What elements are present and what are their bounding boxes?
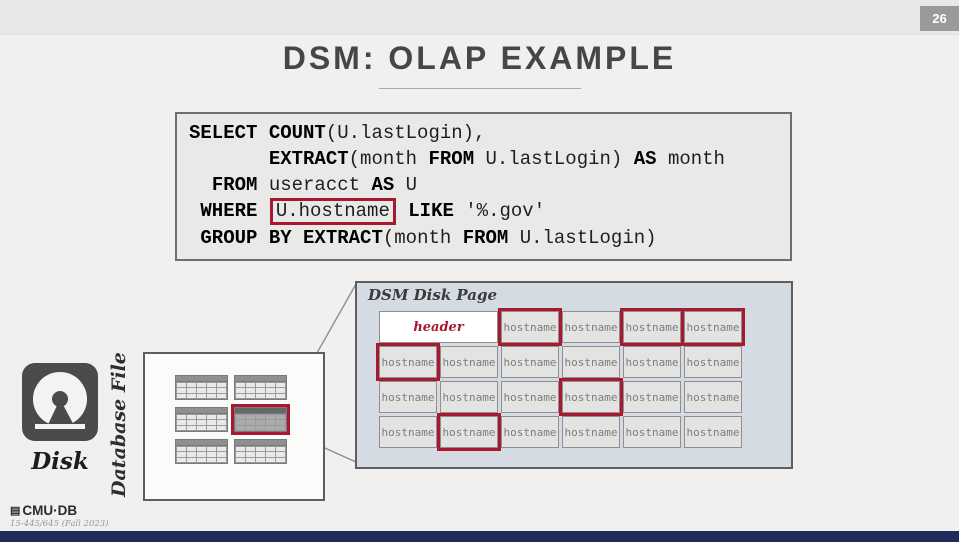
hostname-cell: hostname (562, 416, 620, 448)
hostname-cell: hostname (623, 381, 681, 413)
title-underline (378, 88, 581, 89)
thumbnail-grid (176, 446, 227, 463)
sql-line: WHERE U.hostname LIKE '%.gov' (189, 198, 778, 225)
hostname-cell: hostname (501, 416, 559, 448)
thumbnail-grid (235, 414, 286, 431)
sql-line: GROUP BY EXTRACT(month FROM U.lastLogin) (200, 227, 657, 249)
hostname-cell: hostname (684, 416, 742, 448)
thumbnail-grid (176, 382, 227, 399)
hostname-cell: hostname (379, 346, 437, 378)
sql-line: FROM useracct AS U (211, 174, 418, 196)
hostname-cell: hostname (501, 381, 559, 413)
hostname-cell: hostname (379, 381, 437, 413)
sql-code-block: SELECT COUNT(U.lastLogin), EXTRACT(month… (175, 112, 792, 261)
hostname-cell: hostname (440, 381, 498, 413)
hostname-cell: hostname (623, 346, 681, 378)
page-thumbnails (175, 375, 290, 464)
course-number: 15-445/645 (Fall 2023) (10, 518, 109, 529)
page-thumbnail (234, 375, 287, 400)
thumbnail-header-strip (176, 376, 227, 382)
cmu-db-logo-text: ▤ CMU·DB (10, 503, 109, 519)
cmu-db-logo: ▤ CMU·DB 15-445/645 (Fall 2023) (10, 503, 109, 529)
page-thumbnail (175, 375, 228, 400)
sql-line: EXTRACT(month FROM U.lastLogin) AS month (268, 148, 725, 170)
hostname-cell: hostname (501, 311, 559, 343)
hostname-cell: hostname (440, 346, 498, 378)
hostname-cell: hostname (562, 311, 620, 343)
page-header-cell: header (379, 311, 498, 343)
page-thumbnail (234, 439, 287, 464)
thumbnail-header-strip (235, 440, 286, 446)
database-file-label: Database File (108, 352, 130, 497)
thumbnail-header-strip (235, 376, 286, 382)
slide-number-badge: 26 (920, 6, 959, 31)
page-title: DSM: OLAP EXAMPLE (282, 40, 677, 76)
db-grid-icon: ▤ (10, 505, 21, 518)
sql-code: SELECT COUNT(U.lastLogin), EXTRACT(month… (189, 120, 778, 251)
thumbnail-header-strip (176, 408, 227, 414)
hostname-cell: hostname (684, 346, 742, 378)
hostname-cell: hostname (379, 416, 437, 448)
hostname-cell: hostname (562, 381, 620, 413)
thumbnail-grid (235, 446, 286, 463)
cmu-db-wordmark: CMU·DB (22, 503, 78, 518)
hostname-cell: hostname (562, 346, 620, 378)
disk-label: Disk (31, 448, 89, 475)
thumbnail-grid (176, 414, 227, 431)
database-file-box (143, 352, 325, 501)
dsm-disk-page-title: DSM Disk Page (368, 286, 498, 304)
hostname-cell: hostname (440, 416, 498, 448)
thumbnail-header-strip (235, 408, 286, 414)
page-thumbnail (175, 407, 228, 432)
disk-figure: Disk (20, 362, 100, 475)
hostname-cell: hostname (623, 416, 681, 448)
disk-icon (22, 363, 98, 441)
hostname-cell: hostname (684, 381, 742, 413)
sql-line: SELECT COUNT(U.lastLogin), (189, 122, 486, 144)
thumbnail-grid (235, 382, 286, 399)
hostname-cell: hostname (501, 346, 559, 378)
top-band (0, 0, 959, 35)
page-thumbnail (175, 439, 228, 464)
footer-bar (0, 531, 959, 542)
thumbnail-header-strip (176, 440, 227, 446)
hostname-cell: hostname (684, 311, 742, 343)
sql-predicate-highlight: U.hostname (269, 198, 396, 225)
hostname-cell: hostname (623, 311, 681, 343)
page-thumbnail-highlighted (231, 404, 290, 435)
